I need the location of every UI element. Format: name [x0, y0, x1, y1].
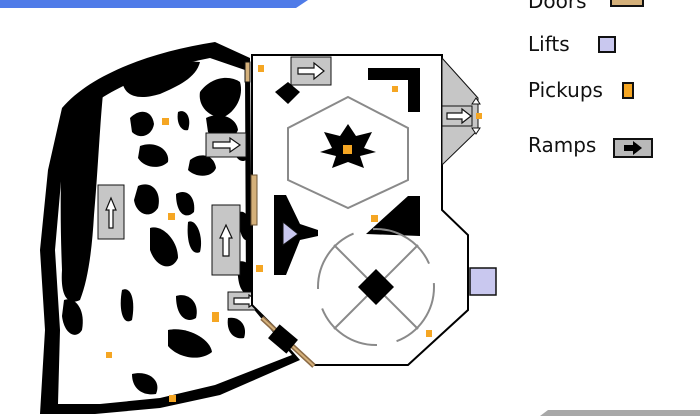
hex-room [287, 95, 409, 210]
door-north [244, 61, 251, 83]
ramp-cave-north-right [205, 132, 247, 158]
legend-label-doors: Doors [528, 0, 587, 13]
arrow-right-icon [624, 141, 642, 155]
interior-walls [274, 68, 420, 275]
ramp-cave-center-up [211, 204, 241, 276]
ramp-building-top [290, 56, 332, 86]
header-bar [0, 0, 308, 8]
cave-pillars [60, 61, 254, 395]
cross-room [317, 228, 435, 346]
legend-item-doors: Doors [528, 0, 587, 13]
ramp-swatch [613, 138, 653, 158]
ramp-building-east [441, 56, 481, 167]
door-swatch [610, 0, 644, 7]
legend-item-pickups: Pickups [528, 78, 603, 102]
legend-label-ramps: Ramps [528, 133, 597, 157]
pickup-swatch [622, 82, 634, 99]
lift-east [469, 267, 497, 296]
lift-west [282, 220, 299, 246]
map-legend: Doors Lifts Pickups Ramps [528, 0, 700, 170]
ramp-cave-west-up [97, 184, 125, 240]
legend-label-lifts: Lifts [528, 32, 570, 56]
footer-bar [540, 410, 700, 416]
door-south-block [268, 324, 298, 354]
pickups [106, 65, 482, 402]
legend-item-ramps: Ramps [528, 133, 596, 157]
door-west [250, 174, 258, 226]
legend-item-lifts: Lifts [528, 32, 570, 56]
lift-swatch [598, 36, 616, 53]
legend-label-pickups: Pickups [528, 78, 603, 102]
